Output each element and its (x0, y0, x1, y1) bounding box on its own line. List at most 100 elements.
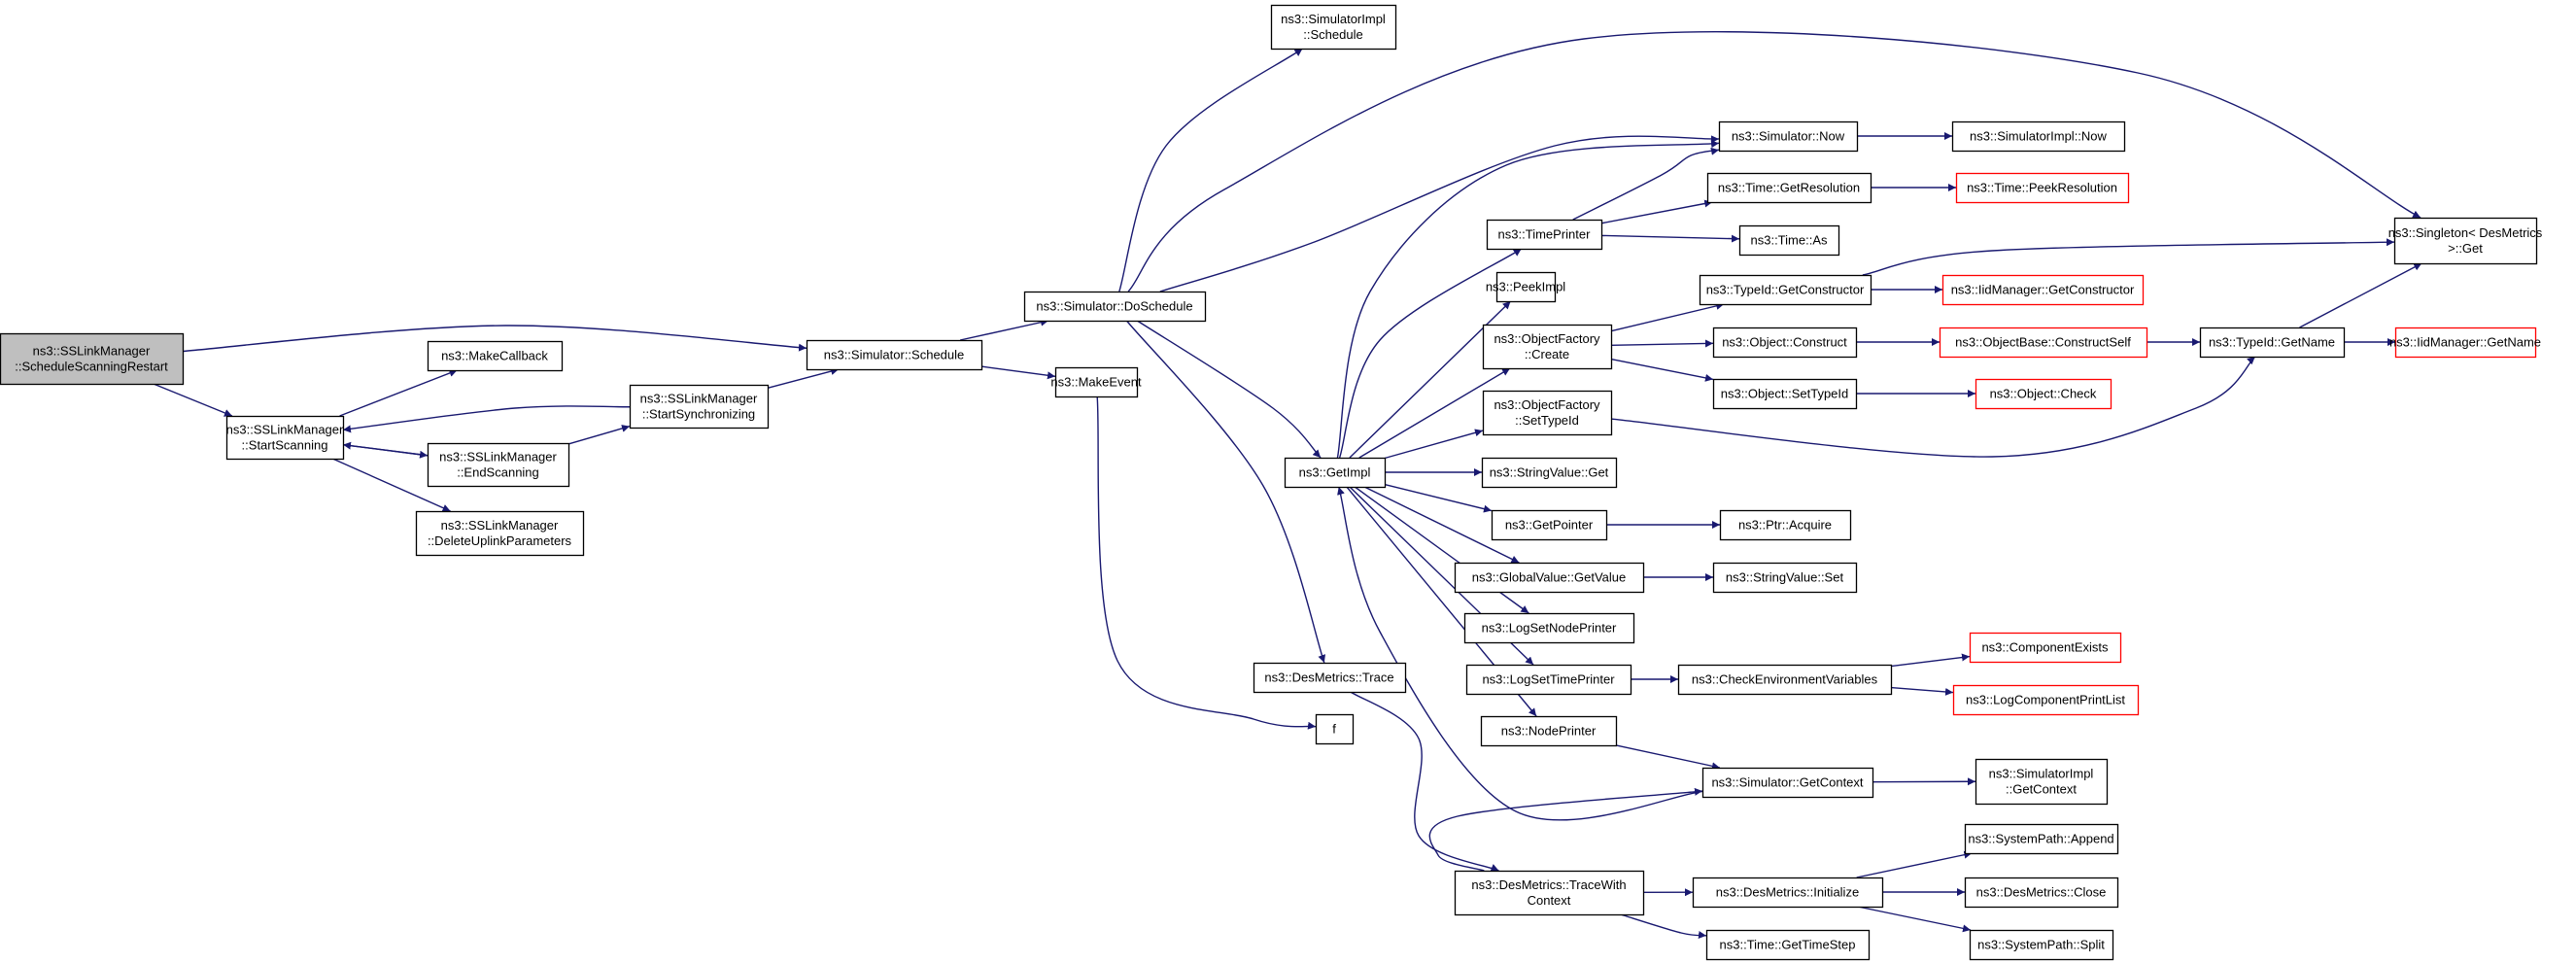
node-globalValGetValue[interactable]: ns3::GlobalValue::GetValue (1454, 562, 1645, 594)
node-endScanning[interactable]: ns3::SSLinkManager::EndScanning (427, 442, 570, 488)
node-simImplSchedule[interactable]: ns3::SimulatorImpl::Schedule (1270, 4, 1397, 51)
node-box (1495, 271, 1557, 303)
node-box (1738, 224, 1840, 257)
node-peekImpl[interactable]: ns3::PeekImpl (1486, 271, 1565, 303)
node-logSetNodePrinter[interactable]: ns3::LogSetNodePrinter (1463, 612, 1635, 644)
node-componentExists[interactable]: ns3::ComponentExists (1969, 632, 2122, 664)
node-singletonGet[interactable]: ns3::Singleton< DesMetrics >::Get (2388, 217, 2543, 265)
node-box (1491, 509, 1608, 541)
edge-simDoSchedule-to-singletonGet (1127, 31, 2421, 292)
node-makeCallback[interactable]: ns3::MakeCallback (427, 340, 564, 372)
node-strValGet[interactable]: ns3::StringValue::Get (1481, 457, 1618, 489)
edge-line (1857, 906, 1972, 933)
edge-line (1118, 48, 1303, 292)
node-box (1712, 327, 1858, 359)
node-timePeekRes[interactable]: ns3::Time::PeekResolution (1955, 172, 2130, 204)
edge-desInitialize-to-sysPathAppend (1856, 850, 1973, 878)
edge-endScanning-to-startScanning (342, 441, 429, 457)
node-desClose[interactable]: ns3::DesMetrics::Close (1964, 877, 2119, 909)
node-simNow[interactable]: ns3::Simulator::Now (1718, 120, 1859, 153)
edge-startScanning-to-makeCallback (339, 369, 458, 417)
node-timeAs[interactable]: ns3::Time::As (1738, 224, 1840, 257)
edge-line (1337, 486, 1703, 821)
node-sysPathSplit[interactable]: ns3::SystemPath::Split (1969, 929, 2114, 961)
edge-line (1856, 850, 1973, 878)
node-f[interactable]: f (1315, 713, 1355, 745)
node-timeGetTimeStep[interactable]: ns3::Time::GetTimeStep (1705, 929, 1871, 961)
node-objSetTypeId[interactable]: ns3::Object::SetTypeId (1712, 378, 1858, 410)
node-label: ns3::ObjectBase::ConstructSelf (1955, 335, 2131, 350)
node-ptrAcquire[interactable]: ns3::Ptr::Acquire (1719, 509, 1852, 541)
node-box (1463, 612, 1635, 644)
node-label: ns3::CheckEnvironmentVariables (1692, 672, 1878, 687)
node-label: ns3::ObjectFactory (1494, 397, 1600, 412)
node-getImpl[interactable]: ns3::GetImpl (1284, 457, 1387, 489)
edge-line (339, 369, 458, 417)
node-box (427, 442, 570, 488)
edge-line (1384, 429, 1484, 460)
node-nodePrinter[interactable]: ns3::NodePrinter (1480, 715, 1618, 747)
edge-line (1600, 199, 1713, 224)
node-timeGetRes[interactable]: ns3::Time::GetResolution (1706, 172, 1872, 204)
node-objCheck[interactable]: ns3::Object::Check (1975, 378, 2112, 410)
node-box (1951, 120, 2126, 153)
node-startScanning[interactable]: ns3::SSLinkManager::StartScanning (226, 415, 345, 461)
node-desInitialize[interactable]: ns3::DesMetrics::Initialize (1692, 877, 1884, 909)
node-deleteUplink[interactable]: ns3::SSLinkManager::DeleteUplinkParamete… (415, 510, 585, 557)
node-objConstruct[interactable]: ns3::Object::Construct (1712, 327, 1858, 359)
edge-line (1127, 31, 2421, 292)
node-desTrace[interactable]: ns3::DesMetrics::Trace (1253, 662, 1407, 694)
edge-getImpl-to-objFactorySetTypeId (1384, 429, 1484, 460)
node-simSchedule[interactable]: ns3::Simulator::Schedule (806, 339, 983, 371)
edge-timePrinter-to-timeGetRes (1600, 199, 1713, 224)
node-typeIdGetCtor[interactable]: ns3::TypeId::GetConstructor (1699, 274, 1872, 306)
node-checkEnvVars[interactable]: ns3::CheckEnvironmentVariables (1677, 664, 1893, 696)
node-strValSet[interactable]: ns3::StringValue::Set (1712, 562, 1858, 594)
edge-line (342, 441, 429, 457)
node-objBaseConstructSelf[interactable]: ns3::ObjectBase::ConstructSelf (1939, 327, 2148, 359)
node-label: ns3::DesMetrics::TraceWith (1471, 877, 1626, 892)
edge-line (567, 425, 631, 445)
edge-line (1890, 686, 1954, 696)
node-label: ns3::SSLinkManager (33, 344, 151, 359)
node-box (1706, 172, 1872, 204)
node-iidGetName[interactable]: ns3::IidManager::GetName (2389, 327, 2541, 359)
node-typeIdGetName[interactable]: ns3::TypeId::GetName (2199, 327, 2346, 359)
node-logSetTimePrinter[interactable]: ns3::LogSetTimePrinter (1465, 664, 1632, 696)
node-simImplNow[interactable]: ns3::SimulatorImpl::Now (1951, 120, 2126, 153)
node-iidGetCtor[interactable]: ns3::IidManager::GetConstructor (1941, 274, 2145, 306)
node-logComponentPrintList[interactable]: ns3::LogComponentPrintList (1952, 684, 2140, 716)
node-makeEvent[interactable]: ns3::MakeEvent (1050, 366, 1142, 398)
node-label: ns3::SimulatorImpl (1281, 12, 1386, 26)
node-getPointer[interactable]: ns3::GetPointer (1491, 509, 1608, 541)
node-box (806, 339, 983, 371)
node-label: ns3::Object::SetTypeId (1721, 387, 1849, 401)
node-objFactoryCreate[interactable]: ns3::ObjectFactory::Create (1482, 324, 1613, 370)
edge-objFactoryCreate-to-typeIdGetCtor (1610, 301, 1725, 332)
edge-makeEvent-to-f (1096, 396, 1317, 730)
node-box (1315, 713, 1355, 745)
node-box (1253, 662, 1407, 694)
node-sysPathAppend[interactable]: ns3::SystemPath::Append (1964, 823, 2119, 855)
node-label: ns3::Simulator::Now (1732, 129, 1845, 144)
edge-line (1610, 301, 1725, 332)
edge-line (1610, 358, 1714, 382)
node-timePrinter[interactable]: ns3::TimePrinter (1486, 219, 1603, 251)
node-simImplGetContext[interactable]: ns3::SimulatorImpl::GetContext (1975, 758, 2109, 806)
edge-getImpl-to-globalValGetValue (1363, 486, 1520, 564)
edge-desTrace-to-desTraceWithContext (1350, 691, 1499, 872)
edge-line (1338, 248, 1523, 459)
node-startSync[interactable]: ns3::SSLinkManager::StartSynchronizing (629, 384, 770, 430)
node-label: ::StartSynchronizing (642, 407, 755, 422)
node-objFactorySetTypeId[interactable]: ns3::ObjectFactory::SetTypeId (1482, 390, 1613, 436)
edge-line (342, 405, 631, 433)
node-box (1699, 274, 1872, 306)
node-box (2199, 327, 2346, 359)
node-label: ns3::Time::GetTimeStep (1720, 938, 1856, 952)
node-simDoSchedule[interactable]: ns3::Simulator::DoSchedule (1023, 291, 1207, 323)
node-simGetContext[interactable]: ns3::Simulator::GetContext (1701, 767, 1874, 799)
edge-startSync-to-simSchedule (767, 367, 840, 389)
node-box (1941, 274, 2145, 306)
node-root[interactable]: ns3::SSLinkManager::ScheduleScanningRest… (0, 332, 185, 386)
